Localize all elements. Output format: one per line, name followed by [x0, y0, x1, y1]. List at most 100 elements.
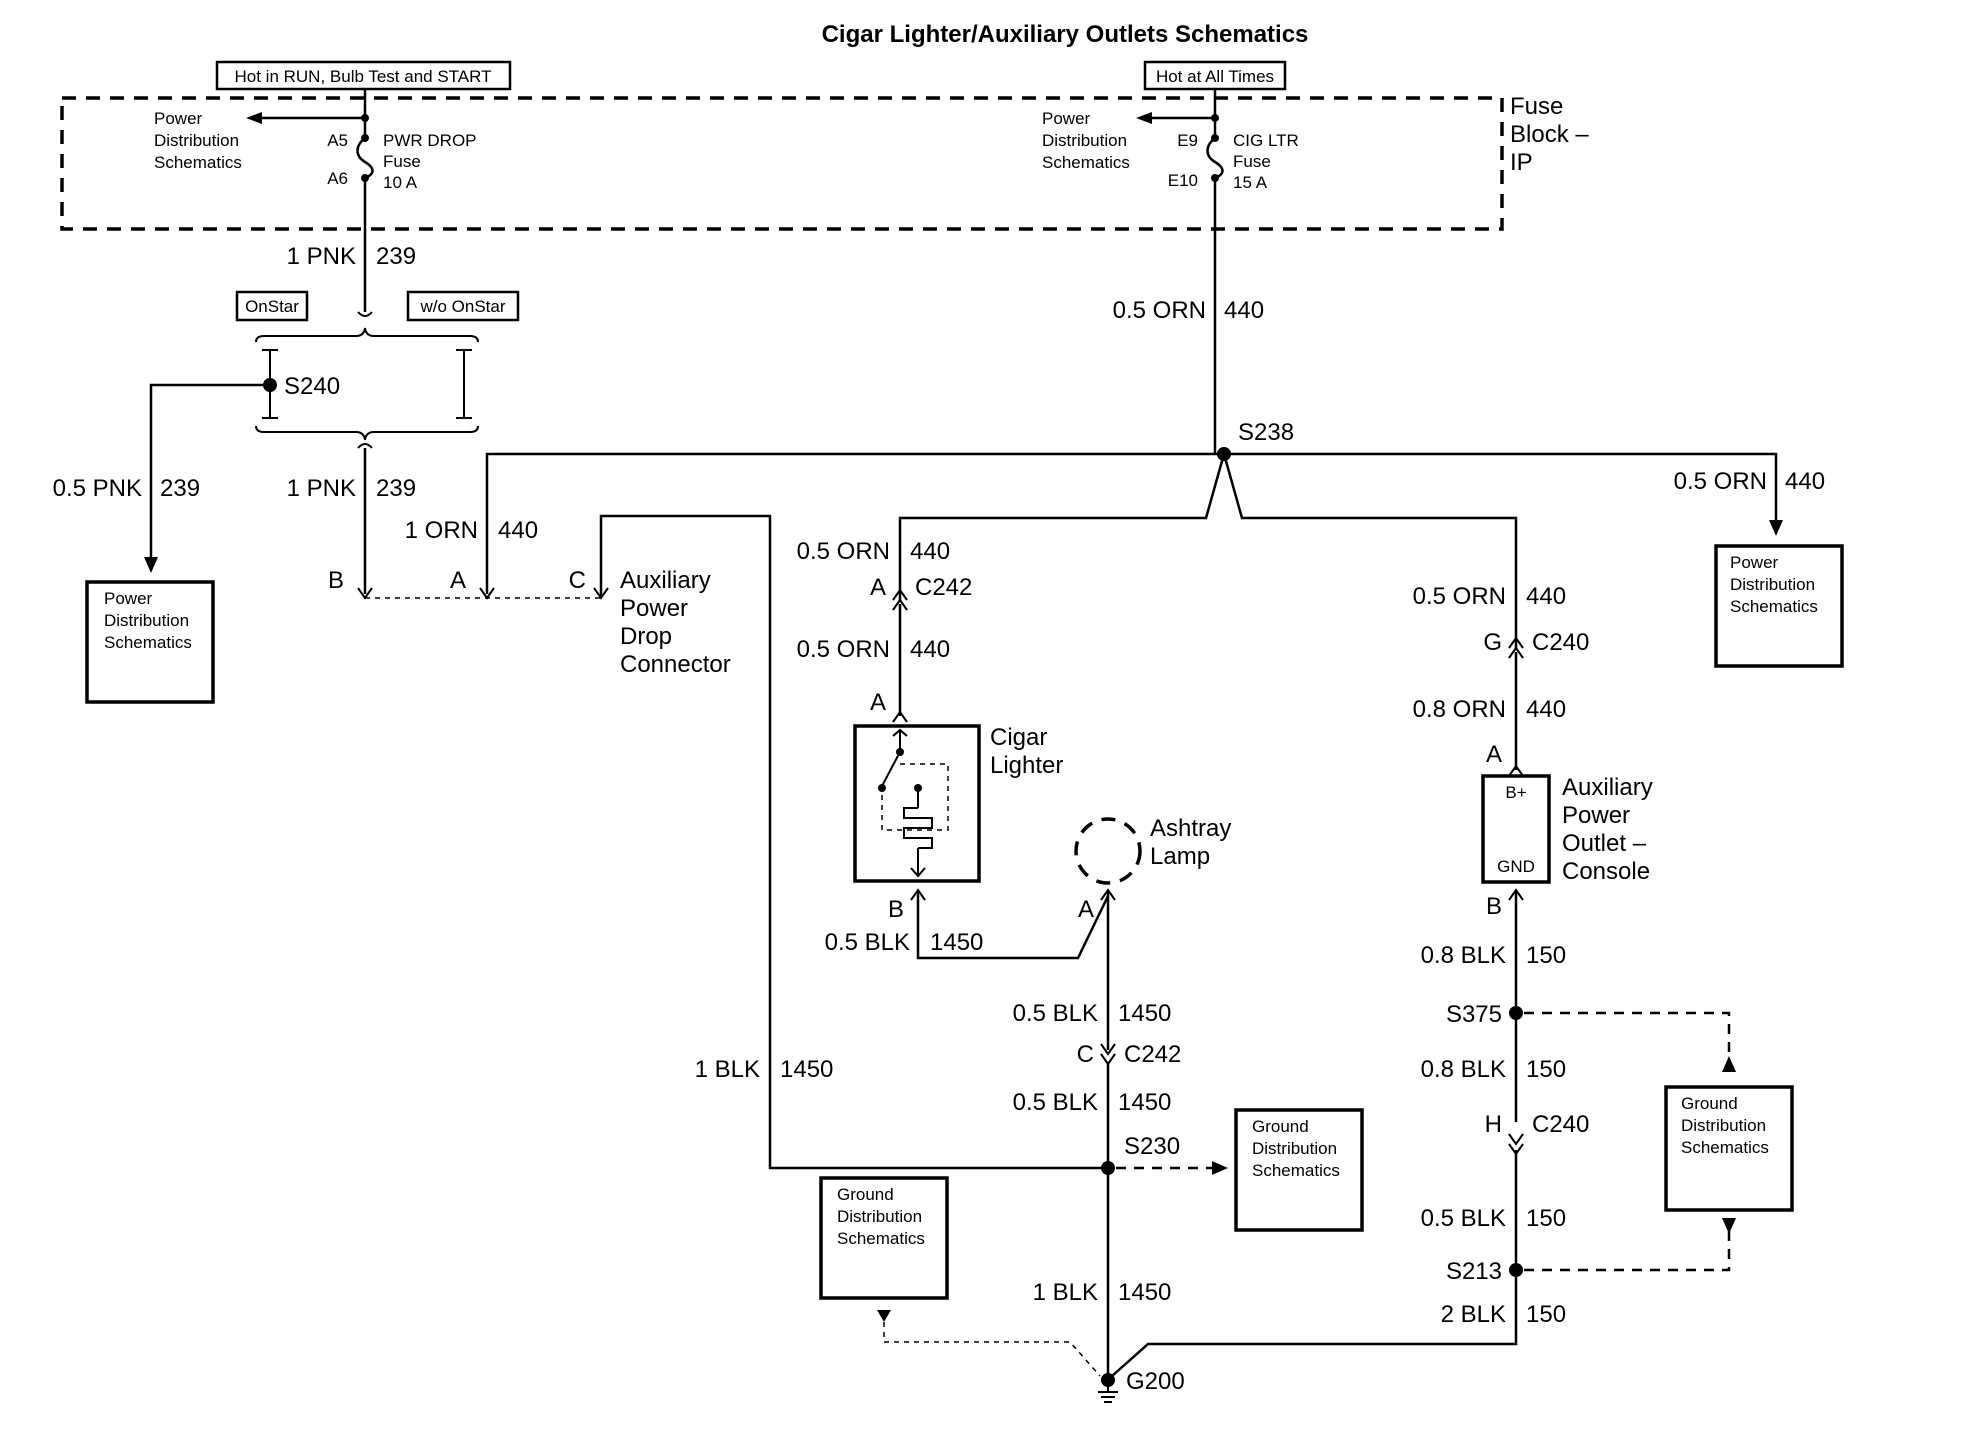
aux-drop-label-4: Connector — [620, 651, 731, 678]
wire-orn-cig2-size: 0.5 ORN — [797, 636, 890, 663]
splice-s240-label: S240 — [284, 373, 340, 400]
aux-console-box — [1481, 774, 1551, 884]
pd-mid-2: Distribution — [1042, 131, 1127, 150]
fuse-cig-type: Fuse — [1233, 152, 1271, 171]
wire-blk-drop — [599, 514, 1110, 1170]
c240-lower-label: C240 — [1532, 1111, 1589, 1138]
wo-onstar-tag: w/o OnStar — [419, 297, 505, 316]
diagram-title: Cigar Lighter/Auxiliary Outlets Schemati… — [822, 21, 1309, 48]
wire-blk-ash1-circuit: 1450 — [1118, 1000, 1171, 1027]
wire-pnk-branch-size: 0.5 PNK — [53, 475, 142, 502]
option-bracket — [255, 311, 479, 441]
aux-console-label-4: Console — [1562, 858, 1650, 885]
c242-pin-a: A — [870, 574, 886, 601]
onstar-tag: OnStar — [245, 297, 299, 316]
splice-s213-label: S213 — [1446, 1258, 1502, 1285]
ground-dist-box-mid — [1234, 1108, 1364, 1232]
aux-drop-pin-a: A — [450, 567, 466, 594]
aux-drop-label-2: Power — [620, 595, 688, 622]
gd-right-3: Schematics — [1681, 1138, 1769, 1157]
wire-orn-cig2-circuit: 440 — [910, 636, 950, 663]
pd-mid-3: Schematics — [1042, 153, 1130, 172]
splice-s230 — [1101, 1161, 1115, 1175]
wire-orn-con2-circuit: 440 — [1526, 696, 1566, 723]
splice-s375-label: S375 — [1446, 1001, 1502, 1028]
fuse-block-outline — [60, 96, 1504, 231]
wire-blk-ground-circuit: 1450 — [1118, 1279, 1171, 1306]
wire-blk-con4-size: 2 BLK — [1441, 1301, 1506, 1328]
wire-blk-cigar-size: 0.5 BLK — [825, 929, 910, 956]
wire-blk-ground-size: 1 BLK — [1033, 1279, 1098, 1306]
aux-console-bplus: B+ — [1505, 783, 1526, 802]
console-pin-b: B — [1486, 893, 1502, 920]
pd-box-left-1: Power — [104, 589, 153, 608]
fuse-block-label-1: Fuse — [1510, 93, 1563, 120]
ground-dist-box-left — [819, 1176, 949, 1300]
wire-orn-right-circuit: 440 — [1785, 468, 1825, 495]
wire-orn-a-size: 1 ORN — [405, 517, 478, 544]
aux-drop-label-3: Drop — [620, 623, 672, 650]
gd-right-1: Ground — [1681, 1094, 1738, 1113]
gd-mid-2: Distribution — [1252, 1139, 1337, 1158]
splice-s230-label: S230 — [1124, 1133, 1180, 1160]
wire-blk-ash1-size: 0.5 BLK — [1013, 1000, 1098, 1027]
wire-orn-cig1-size: 0.5 ORN — [797, 538, 890, 565]
cigar-lighter-element — [878, 728, 949, 878]
wire-pnk-mid-size: 1 PNK — [287, 475, 356, 502]
pd-left-1: Power — [154, 109, 203, 128]
hot-run-tag: Hot in RUN, Bulb Test and START — [235, 67, 492, 86]
ground-symbol — [1098, 1380, 1118, 1403]
splice-s375 — [1509, 1006, 1523, 1020]
fuse-cig-pin-in: E9 — [1177, 131, 1198, 150]
gd-left-2: Distribution — [837, 1207, 922, 1226]
gd-mid-3: Schematics — [1252, 1161, 1340, 1180]
pwr-drop-fuse — [246, 89, 374, 312]
wire-blk-con3-circuit: 150 — [1526, 1205, 1566, 1232]
wire-blk-ash2-circuit: 1450 — [1118, 1089, 1171, 1116]
fuse-pwr-pin-in: A5 — [327, 131, 348, 150]
aux-drop-pin-c: C — [569, 567, 586, 594]
wire-blk-cigar — [916, 892, 1110, 960]
fuse-pwr-name: PWR DROP — [383, 131, 477, 150]
c242-upper-label: C242 — [915, 574, 972, 601]
pd-box-right-1: Power — [1730, 553, 1779, 572]
wire-pnk-top-size: 1 PNK — [287, 243, 356, 270]
fuse-cig-pin-out: E10 — [1168, 171, 1198, 190]
c242-pin-c: C — [1077, 1041, 1094, 1068]
ashtray-label-1: Ashtray — [1150, 815, 1231, 842]
fuse-cig-rating: 15 A — [1233, 173, 1268, 192]
c240-pin-h: H — [1485, 1111, 1502, 1138]
wire-orn-trunk-size: 0.5 ORN — [1113, 297, 1206, 324]
cigar-pin-a: A — [870, 689, 886, 716]
pd-box-right-2: Distribution — [1730, 575, 1815, 594]
wire-blk-con1-circuit: 150 — [1526, 942, 1566, 969]
aux-console-gnd: GND — [1497, 857, 1535, 876]
wo-onstar-tag-box — [406, 290, 520, 322]
pd-box-left-2: Distribution — [104, 611, 189, 630]
wire-blk-con3-size: 0.5 BLK — [1421, 1205, 1506, 1232]
fuse-block-label-3: IP — [1510, 149, 1533, 176]
ground-dist-box-right — [1664, 1085, 1794, 1212]
aux-drop-pin-b: B — [328, 567, 344, 594]
pd-box-left-3: Schematics — [104, 633, 192, 652]
fuse-pwr-type: Fuse — [383, 152, 421, 171]
wire-orn-con1-circuit: 440 — [1526, 583, 1566, 610]
aux-console-label-1: Auxiliary — [1562, 774, 1653, 801]
hot-run-tag-box — [215, 60, 512, 91]
wire-blk-con2-size: 0.8 BLK — [1421, 1056, 1506, 1083]
wire-blk-con2-circuit: 150 — [1526, 1056, 1566, 1083]
aux-console-label-2: Power — [1562, 802, 1630, 829]
splice-s238-label: S238 — [1238, 419, 1294, 446]
wire-orn-trunk-circuit: 440 — [1224, 297, 1264, 324]
c242-lower-label: C242 — [1124, 1041, 1181, 1068]
wire-blk-ash2-size: 0.5 BLK — [1013, 1089, 1098, 1116]
gd-left-1: Ground — [837, 1185, 894, 1204]
console-pin-a: A — [1486, 741, 1502, 768]
wire-blk-console-ground — [1111, 1150, 1518, 1377]
pd-mid-1: Power — [1042, 109, 1091, 128]
wire-pnk-top-circuit: 239 — [376, 243, 416, 270]
cigar-label-2: Lighter — [990, 752, 1063, 779]
fuse-cig-name: CIG LTR — [1233, 131, 1299, 150]
